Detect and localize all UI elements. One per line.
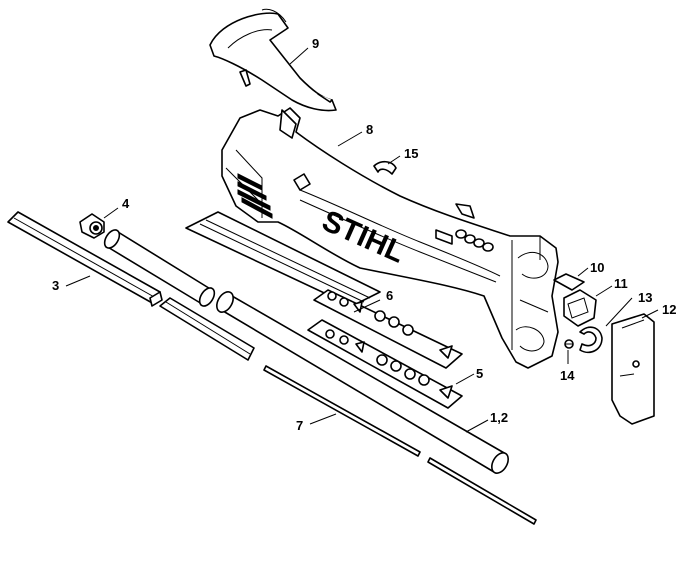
callout-8: 8 — [366, 122, 373, 137]
part-14-screw — [564, 339, 574, 349]
callout-1-2: 1,2 — [490, 410, 508, 425]
part-15-clip — [373, 160, 397, 175]
part-3-rails — [7, 211, 255, 361]
part-12-end-cap — [611, 313, 655, 425]
part-pipe-short — [103, 229, 216, 307]
part-5-label-plate — [307, 319, 463, 409]
callout-12: 12 — [662, 302, 676, 317]
callout-14: 14 — [560, 368, 575, 383]
callout-10: 10 — [590, 260, 604, 275]
callout-9: 9 — [312, 36, 319, 51]
callout-11: 11 — [614, 276, 628, 291]
callout-6: 6 — [386, 288, 393, 303]
part-9-handle-cover — [209, 8, 337, 112]
callout-5: 5 — [476, 366, 483, 381]
callout-3: 3 — [52, 278, 59, 293]
part-6-label-plate — [185, 211, 463, 369]
callout-13: 13 — [638, 290, 652, 305]
callout-labels: 9 8 15 4 3 6 10 11 13 12 14 5 7 1,2 — [52, 36, 676, 433]
part-13-clamp — [579, 326, 603, 354]
callout-7: 7 — [296, 418, 303, 433]
leader-lines — [65, 47, 659, 433]
part-7-rod — [263, 365, 537, 525]
part-10-block — [553, 273, 585, 291]
part-4-sleeve — [79, 213, 105, 239]
callout-15: 15 — [404, 146, 418, 161]
callout-4: 4 — [122, 196, 130, 211]
part-11-grommet — [563, 289, 597, 327]
part-1-2-tube — [216, 291, 509, 474]
